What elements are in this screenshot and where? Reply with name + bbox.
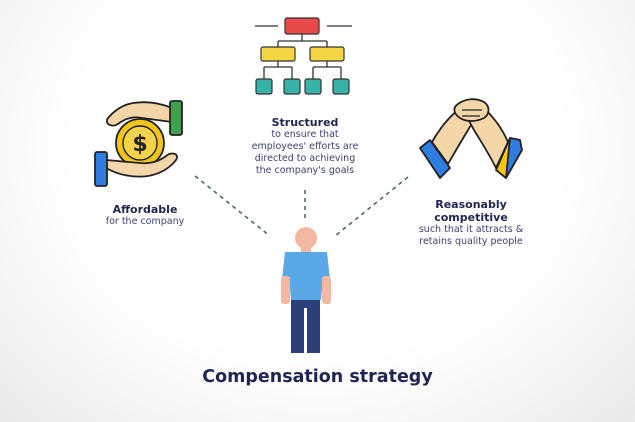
pillar-desc-line: to ensure that <box>271 129 339 140</box>
pillar-competitive: Reasonably competitive such that it attr… <box>408 198 534 248</box>
pillar-desc-line: directed to achieving <box>254 153 356 164</box>
pillar-title: Reasonably <box>435 198 507 211</box>
connector-competitive <box>334 176 409 237</box>
hands-dollar-coin-icon: $ <box>94 100 183 187</box>
pillar-title: Structured <box>271 116 339 129</box>
pillar-desc-line: employees' efforts are <box>251 141 359 152</box>
handshake-icon <box>419 98 523 179</box>
person-figure <box>281 227 331 353</box>
pillar-title: Affordable <box>112 203 178 216</box>
pillar-desc-line: such that it attracts & <box>418 224 524 235</box>
org-chart-icon <box>255 17 352 95</box>
pillar-title-line2: competitive <box>434 211 508 224</box>
page-title: Compensation strategy <box>202 367 433 387</box>
pillar-structured: Structured to ensure that employees' eff… <box>232 116 378 177</box>
connector-affordable <box>194 175 271 237</box>
pillar-desc-line: for the company <box>105 216 185 227</box>
svg-text:$: $ <box>132 132 147 157</box>
pillar-affordable: Affordable for the company <box>90 203 200 228</box>
pillar-desc-line: retains quality people <box>419 236 523 247</box>
connector-lines <box>194 175 409 237</box>
pillar-desc-line: the company's goals <box>255 165 355 176</box>
